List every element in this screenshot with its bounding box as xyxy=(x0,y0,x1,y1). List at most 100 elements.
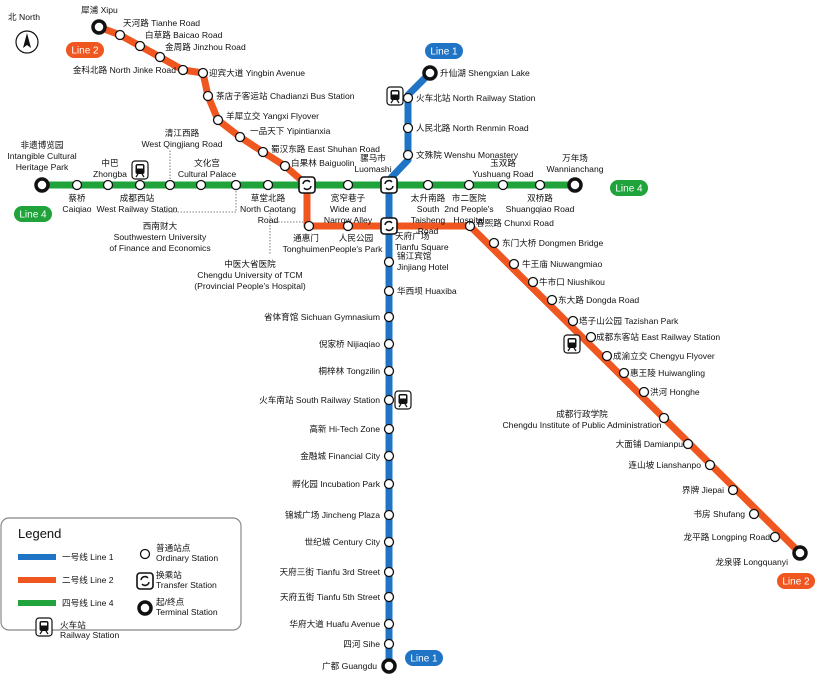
station-sihe[interactable]: 四河 Sihe xyxy=(343,638,395,650)
station-yangxi[interactable]: 羊犀立交 Yangxi Flyover xyxy=(212,110,320,126)
station-tianfu5[interactable]: 天府五街 Tianfu 5th Street xyxy=(280,591,395,603)
station-hitech[interactable]: 高新 Hi-Tech Zone xyxy=(309,423,395,435)
legend-label-line: 起/终点 xyxy=(156,596,185,607)
baicao-label: 白草路 Baicao Road xyxy=(145,29,223,40)
station-yipin[interactable]: 一品天下 Yipintianxia xyxy=(234,126,331,143)
legend-label-line: 二号线 Line 2 xyxy=(62,574,114,585)
station-huafu[interactable]: 华府大道 Huafu Avenue xyxy=(289,618,395,630)
station-tianhe[interactable]: 天河路 Tianhe Road xyxy=(114,17,201,41)
station-marker xyxy=(402,149,414,161)
label-en: Chengdu University of TCM xyxy=(197,270,302,280)
legend-label: 四号线 Line 4 xyxy=(62,597,114,608)
station-chadianzi[interactable]: 茶店子客运站 Chadianzi Bus Station xyxy=(202,90,355,102)
station-eastrail[interactable]: 成都东客站 East Railway Station xyxy=(585,331,721,343)
honghe-label: 洪河 Honghe xyxy=(650,386,700,397)
station-jinzhou[interactable]: 金周路 Jinzhou Road xyxy=(154,41,246,63)
station-damianpu[interactable]: 大面铺 Damianpu xyxy=(616,438,694,450)
station-marker xyxy=(383,338,395,350)
station-baiguolin[interactable]: 白果林 Baiguolin xyxy=(279,157,355,172)
station-financial[interactable]: 金融城 Financial City xyxy=(300,450,395,462)
station-century[interactable]: 世纪城 Century City xyxy=(305,536,395,548)
station-yingbin[interactable]: 迎宾大道 Yingbin Avenue xyxy=(197,67,306,79)
station-honghe[interactable]: 洪河 Honghe xyxy=(638,386,700,398)
station-northrail[interactable]: 火车北站 North Railway Station xyxy=(402,92,536,104)
station-incubation[interactable]: 孵化园 Incubation Park xyxy=(292,478,395,490)
transfer-box xyxy=(380,217,398,235)
station-northjinke[interactable]: 金科北路 North Jinke Road xyxy=(73,64,189,76)
station-marker xyxy=(464,220,476,232)
label-en: Chengdu Institute of Public Administrati… xyxy=(502,420,661,430)
label-en: Road xyxy=(418,226,439,236)
badge-label: Line 1 xyxy=(410,654,438,665)
jinzhou-label: 金周路 Jinzhou Road xyxy=(165,41,246,52)
station-southrail[interactable]: 火车南站 South Railway Station xyxy=(259,394,395,406)
legend-label-line: Transfer Station xyxy=(156,580,217,590)
station-shengxian[interactable]: 升仙湖 Shengxian Lake xyxy=(422,65,530,81)
station-chengyu[interactable]: 成渝立交 Chengyu Flyover xyxy=(601,350,715,362)
station-dongmen[interactable]: 东门大桥 Dongmen Bridge xyxy=(488,237,604,249)
station-gym[interactable]: 省体育馆 Sichuan Gymnasium xyxy=(264,311,395,323)
station-guangdu[interactable]: 广都 Guangdu xyxy=(322,658,397,674)
transfer-box xyxy=(298,176,316,194)
station-tazishan[interactable]: 塔子山公园 Tazishan Park xyxy=(567,315,680,327)
station-jiepai[interactable]: 界牌 Jiepai xyxy=(682,484,739,496)
railway-window xyxy=(392,91,398,95)
station-lianshanpo[interactable]: 连山坡 Lianshanpo xyxy=(628,459,716,471)
station-wenshu[interactable]: 文殊院 Wenshu Monastery xyxy=(402,149,519,161)
station-marker xyxy=(402,92,414,104)
station-longping[interactable]: 龙平路 Longping Road xyxy=(684,531,781,543)
station-niushikou[interactable]: 牛市口 Niushikou xyxy=(527,276,606,288)
station-shufang[interactable]: 书房 Shufang xyxy=(693,508,760,520)
station-niuwangmiao[interactable]: 牛王庙 Niuwangmiao xyxy=(508,258,603,270)
station-nijiaqiao[interactable]: 倪家桥 Nijiaqiao xyxy=(319,338,395,350)
station-longquanyi[interactable]: 龙泉驿 Longquanyi xyxy=(715,545,808,567)
station-chunxi[interactable]: 春熙路 Chunxi Road xyxy=(464,217,555,232)
label-en: Southwestern University xyxy=(114,232,207,242)
station-huaxiba[interactable]: 华西坝 Huaxiba xyxy=(383,285,457,297)
station-tianfu3[interactable]: 天府三街 Tianfu 3rd Street xyxy=(280,566,395,578)
station-northrenmin[interactable]: 人民北路 North Renmin Road xyxy=(402,122,529,134)
station-baicao[interactable]: 白草路 Baicao Road xyxy=(134,29,223,52)
label-zh: 骡马市 xyxy=(360,152,386,163)
legend-label-line: 火车站 xyxy=(60,619,86,630)
station-tongzilin[interactable]: 桐梓林 Tongzilin xyxy=(318,365,395,377)
station-dongda[interactable]: 东大路 Dongda Road xyxy=(546,294,640,306)
station-marker xyxy=(463,179,475,191)
label-en: Narrow Alley xyxy=(324,215,373,225)
station-huiwangling[interactable]: 惠王陵 Huiwangling xyxy=(618,367,706,379)
station-shuhan[interactable]: 蜀汉东路 East Shuhan Road xyxy=(257,143,381,158)
station-jincheng[interactable]: 锦城广场 Jincheng Plaza xyxy=(285,509,395,521)
compass-needle-icon xyxy=(23,33,31,48)
station-xipu[interactable]: 犀浦 Xipu xyxy=(81,4,118,35)
